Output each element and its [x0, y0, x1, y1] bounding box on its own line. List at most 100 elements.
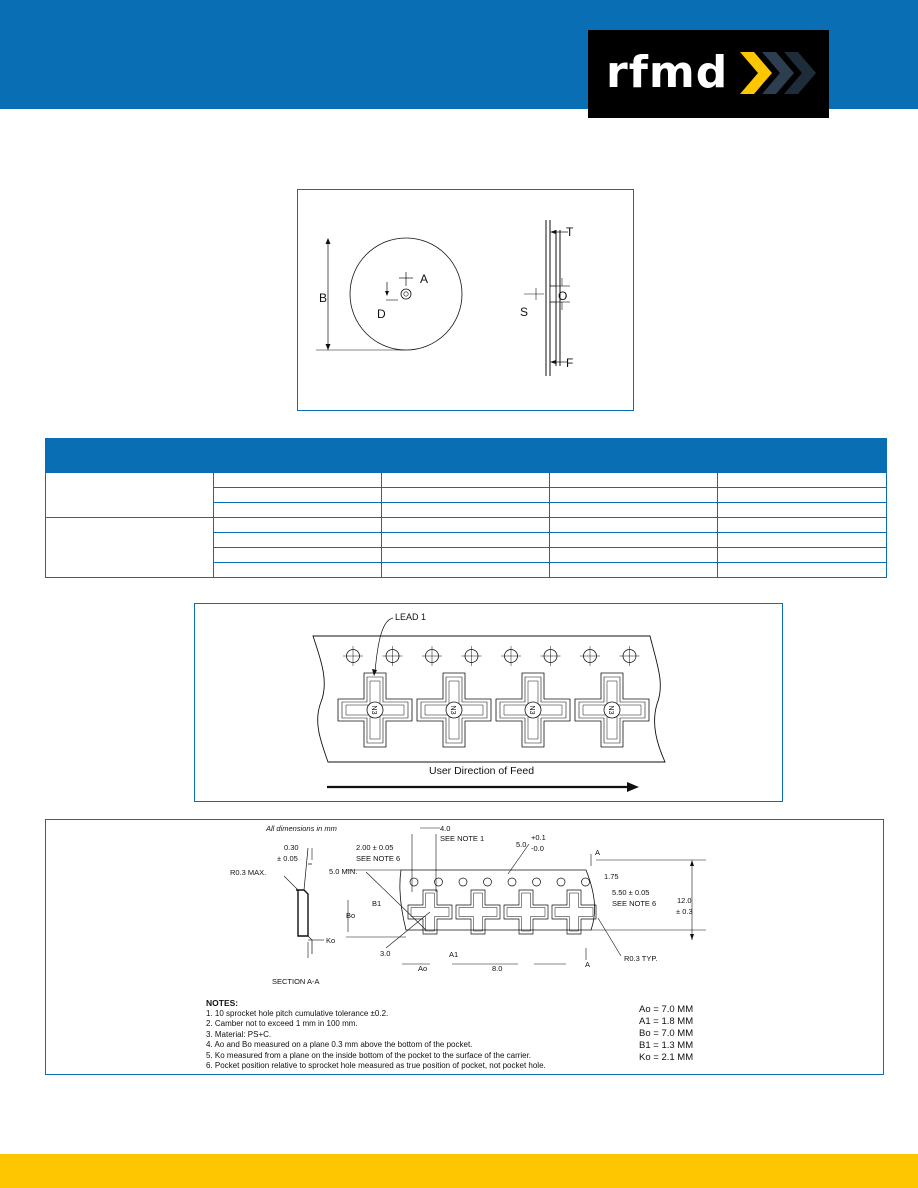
table-cell — [380, 532, 551, 548]
table-row — [46, 547, 888, 563]
table-group-cell — [45, 517, 214, 578]
reel-dimension-figure: B A D T O S F — [297, 189, 634, 411]
note-item: 1. 10 sprocket hole pitch cumulative tol… — [206, 1008, 389, 1018]
dimension-list: Ao = 7.0 MM A1 = 1.8 MM Bo = 7.0 MM B1 =… — [639, 1004, 693, 1064]
sprocket-hole — [422, 646, 442, 666]
label-t: T — [566, 225, 574, 239]
tape-pocket — [407, 889, 453, 935]
table-header-row — [44, 438, 888, 456]
dim-a1: A1 — [449, 950, 458, 959]
tape-sprocket-holes — [409, 877, 590, 887]
label-s: S — [520, 305, 528, 319]
table-row — [46, 532, 888, 548]
part-marking: N3 — [607, 706, 614, 715]
part-marking: N3 — [528, 706, 535, 715]
sprocket-holes — [343, 646, 640, 666]
sprocket-hole — [461, 646, 482, 666]
table-cell — [213, 502, 382, 518]
note-item: 3. Material: PS+C. — [206, 1029, 272, 1039]
table-header-cell — [549, 455, 719, 473]
lead-1-label: LEAD 1 — [395, 612, 426, 622]
pocket: N3 — [337, 672, 413, 748]
dim-80: 8.0 — [492, 964, 502, 973]
dimension-item: Bo = 7.0 MM — [639, 1028, 694, 1039]
see-note-6-b: SEE NOTE 6 — [612, 899, 656, 908]
tape-sprocket-hole — [458, 877, 468, 887]
table-cell — [213, 487, 382, 503]
label-o: O — [558, 289, 567, 303]
tape-sprocket-hole — [556, 877, 566, 887]
dimension-item: B1 = 1.3 MM — [639, 1040, 694, 1051]
table-cell — [717, 472, 888, 488]
table-header-cell — [44, 438, 551, 456]
feed-direction-label: User Direction of Feed — [429, 765, 534, 777]
table-cell — [213, 472, 382, 488]
label-f: F — [566, 356, 573, 370]
notes-title: NOTES: — [206, 998, 239, 1008]
see-note-1: SEE NOTE 1 — [440, 834, 484, 843]
tape-sprocket-hole — [581, 877, 590, 887]
table-header-cell — [213, 455, 382, 473]
tape-sprocket-hole — [434, 877, 443, 887]
table-row — [46, 562, 888, 578]
dim-bo: Bo — [346, 911, 355, 920]
part-marking: N3 — [449, 706, 456, 715]
sprocket-hole — [382, 646, 403, 666]
note-item: 4. Ao and Bo measured on a plane 0.3 mm … — [206, 1040, 473, 1049]
table-cell — [717, 517, 888, 533]
sprocket-hole — [619, 646, 640, 666]
pockets: N3 N3 N3 N3 — [337, 672, 650, 748]
tape-pocket — [551, 889, 597, 935]
dim-550: 5.50 ± 0.05 — [612, 888, 649, 897]
table-cell — [380, 487, 551, 503]
table-cell — [213, 562, 382, 578]
dimension-item: Ko = 2.1 MM — [639, 1052, 694, 1063]
all-dimensions-note: All dimensions in mm — [265, 824, 337, 833]
orientation-drawing: N3 N3 N3 N3 LEAD 1 User Direction of Feed — [312, 612, 666, 792]
sprocket-hole — [580, 646, 600, 666]
note-item: 6. Pocket position relative to sprocket … — [206, 1061, 546, 1070]
pocket: N3 — [416, 672, 492, 748]
table-header-cell — [380, 455, 551, 473]
pocket: N3 — [574, 672, 650, 748]
table-cell — [549, 487, 719, 503]
reel-drawing: B A D T O S F — [316, 220, 574, 376]
table-cell — [717, 487, 888, 503]
table-row — [46, 487, 888, 503]
table-cell — [717, 532, 888, 548]
logo-text: rfmd — [606, 47, 729, 98]
tape-pockets — [407, 889, 597, 935]
dim-ao: Ao — [418, 964, 427, 973]
dim-r03-typ: R0.3 TYP. — [624, 954, 658, 963]
table-header-cell — [45, 455, 214, 473]
pocket: N3 — [495, 672, 571, 748]
tape-dimension-drawing: All dimensions in mm 0.30 ± 0.05 R0.3 MA… — [230, 824, 706, 986]
table-header-cell — [717, 455, 888, 473]
dim-030: 0.30 — [284, 843, 299, 852]
table-cell — [549, 562, 719, 578]
table-cell — [380, 502, 551, 518]
dim-50: 5.0 — [516, 840, 526, 849]
table-row — [45, 472, 888, 518]
tape-pocket — [455, 889, 501, 935]
sprocket-hole — [501, 646, 521, 666]
table-cell — [380, 562, 551, 578]
notes-block: NOTES: 1. 10 sprocket hole pitch cumulat… — [206, 998, 546, 1072]
dim-50-tol-minus: -0.0 — [531, 844, 544, 853]
dimension-item: Ao = 7.0 MM — [639, 1004, 694, 1015]
tape-sprocket-hole — [532, 877, 541, 887]
tape-sprocket-hole — [507, 877, 517, 887]
tape-sprocket-hole — [483, 877, 492, 887]
sprocket-hole — [343, 646, 363, 666]
table-cell — [213, 532, 382, 548]
table-cell — [549, 517, 719, 533]
dim-175: 1.75 — [604, 872, 619, 881]
table-group-cell — [45, 472, 214, 518]
table-cell — [549, 532, 719, 548]
chevron-logo-icon — [740, 52, 816, 94]
label-d: D — [377, 307, 386, 321]
table-row — [45, 517, 888, 578]
table-cell — [380, 517, 551, 533]
dim-r03-max: R0.3 MAX. — [230, 868, 266, 877]
dim-120-tol: ± 0.3 — [676, 907, 693, 916]
